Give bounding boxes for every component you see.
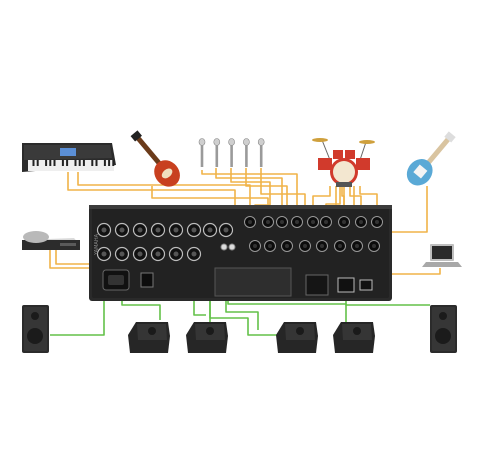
input-cable bbox=[215, 168, 283, 214]
network-port bbox=[337, 277, 355, 293]
usb-port bbox=[359, 279, 373, 291]
microphone-icon bbox=[243, 138, 250, 167]
microphone-icon bbox=[198, 138, 206, 167]
expansion-slot bbox=[214, 267, 292, 297]
cd-player-icon bbox=[22, 231, 80, 250]
microphones bbox=[198, 138, 265, 167]
power-switch bbox=[140, 272, 154, 288]
input-cable bbox=[359, 186, 378, 214]
digital-mixer-rear-panel: YAMAHA bbox=[89, 205, 392, 301]
phone-input-row-2 bbox=[220, 240, 380, 252]
floor-monitor-icon bbox=[186, 322, 228, 353]
laptop-icon bbox=[422, 244, 462, 267]
brand-label: YAMAHA bbox=[94, 233, 100, 256]
stage-monitors bbox=[128, 322, 375, 353]
electric-guitar-icon bbox=[130, 130, 180, 187]
electric-guitar-icon bbox=[406, 131, 456, 186]
rca-jack bbox=[220, 243, 228, 251]
wordclock-port bbox=[305, 274, 329, 296]
speaker-icon bbox=[22, 305, 49, 353]
drum-kit-icon bbox=[312, 138, 375, 187]
microphone-icon bbox=[257, 138, 265, 167]
floor-monitor-icon bbox=[128, 322, 170, 353]
synthesizer-icon bbox=[22, 143, 116, 172]
xlr-output-row bbox=[96, 246, 202, 262]
xlr-input-row bbox=[96, 222, 234, 238]
floor-monitor-icon bbox=[333, 322, 375, 353]
speaker-icon bbox=[430, 305, 457, 353]
floor-monitor-icon bbox=[276, 322, 318, 353]
rca-jack bbox=[228, 243, 236, 251]
microphone-icon bbox=[228, 138, 235, 167]
microphone-icon bbox=[213, 138, 221, 167]
phone-input-row bbox=[244, 216, 383, 228]
